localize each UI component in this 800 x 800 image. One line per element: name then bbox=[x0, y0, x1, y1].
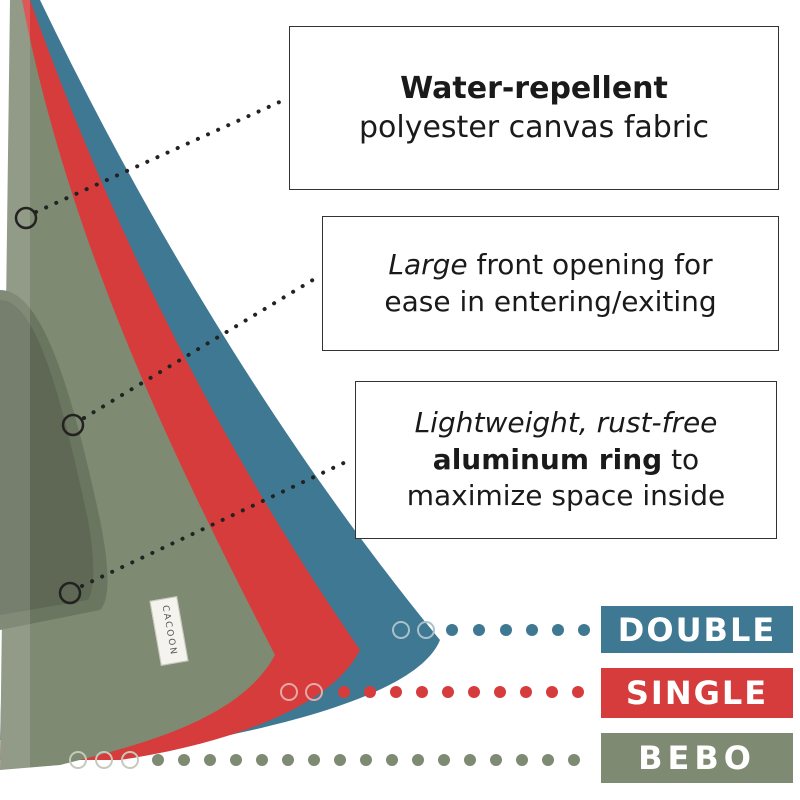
callout-line-1 bbox=[34, 98, 286, 214]
callout-ring-3 bbox=[58, 581, 82, 605]
callout-ring-line1: Lightweight, rust-free bbox=[414, 406, 718, 440]
callout-ring-line3: maximize space inside bbox=[406, 479, 726, 513]
callout-opening-line2: ease in entering/exiting bbox=[384, 284, 717, 318]
callout-fabric-title: Water-repellent bbox=[400, 71, 668, 106]
dots-bebo bbox=[69, 751, 580, 769]
callout-opening-emphasis: Large bbox=[388, 248, 468, 282]
callout-ring-emphasis: aluminum ring bbox=[432, 442, 663, 476]
callout-ring-line2: aluminum ring to bbox=[433, 442, 699, 478]
callout-opening-line1: Large front opening for bbox=[388, 247, 712, 283]
callout-fabric: Water-repellent polyester canvas fabric bbox=[289, 26, 779, 190]
callout-ring: Lightweight, rust-free aluminum ring to … bbox=[355, 381, 777, 539]
callout-line-2 bbox=[82, 276, 318, 420]
callout-fabric-text: polyester canvas fabric bbox=[358, 110, 709, 145]
size-tag-double: DOUBLE bbox=[601, 606, 793, 653]
callout-ring-2 bbox=[61, 413, 85, 437]
callout-ring-rest: to bbox=[662, 442, 700, 476]
callout-opening-rest: front opening for bbox=[467, 248, 713, 282]
callout-ring-1 bbox=[14, 206, 38, 230]
dots-double bbox=[392, 621, 590, 639]
callout-opening: Large front opening for ease in entering… bbox=[322, 216, 779, 351]
size-tag-bebo: BEBO bbox=[601, 733, 793, 783]
dots-single bbox=[280, 683, 584, 701]
size-tag-single: SINGLE bbox=[601, 668, 793, 718]
